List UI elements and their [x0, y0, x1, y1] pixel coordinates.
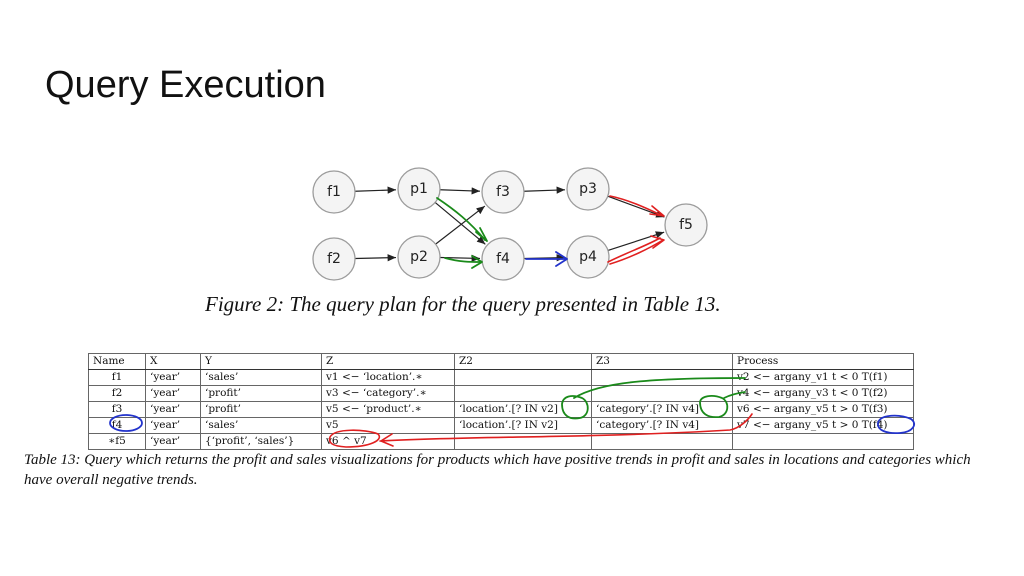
table-row: ∗f5‘year’{‘profit’, ‘sales’}v6 ^ v7: [88, 433, 914, 450]
cell-z3: [591, 369, 733, 386]
table-row: f1‘year’‘sales’v1 <− ‘location’.∗ v2 <− a…: [88, 369, 914, 386]
node-f2: f2: [312, 237, 356, 281]
cell-process: v4 <− argany_v3 t < 0 T(f2): [732, 385, 914, 402]
edge-f3-p3: [523, 186, 566, 194]
header-z3: Z3: [591, 353, 733, 370]
svg-text:p3: p3: [579, 181, 597, 197]
cell-z: v5: [321, 417, 455, 434]
cell-z2: [454, 433, 592, 450]
table-row: f2‘year’‘profit’v3 <− ‘category’.∗ v4 <− …: [88, 385, 914, 402]
node-f3: f3: [481, 170, 525, 214]
svg-text:f1: f1: [327, 184, 341, 200]
cell-z3: [591, 433, 733, 450]
node-p1: p1: [397, 167, 441, 211]
node-p2: p2: [397, 235, 441, 279]
node-f1: f1: [312, 170, 356, 214]
cell-y: ‘profit’: [200, 401, 322, 418]
header-z2: Z2: [454, 353, 592, 370]
cell-y: ‘sales’: [200, 369, 322, 386]
cell-z2: ‘location’.[? IN v2]: [454, 401, 592, 418]
svg-text:p2: p2: [410, 249, 428, 265]
cell-x: ‘year’: [145, 433, 201, 450]
header-y: Y: [200, 353, 322, 370]
cell-z: v5 <− ‘product’.∗: [321, 401, 455, 418]
table-caption: Table 13: Query which returns the profit…: [24, 452, 971, 488]
cell-z3: ‘category’.[? IN v4]: [591, 401, 733, 418]
query-plan-diagram: f1 p1 f3 p3 f2 p2 f4 p4 f5: [312, 167, 708, 281]
cell-name: ∗f5: [88, 433, 146, 450]
cell-z: v3 <− ‘category’.∗: [321, 385, 455, 402]
edge-f4-p4: [523, 254, 566, 262]
header-name: Name: [88, 353, 146, 370]
svg-text:p4: p4: [579, 249, 597, 265]
diagram-nodes: f1 p1 f3 p3 f2 p2 f4 p4 f5: [312, 167, 708, 281]
cell-y: {‘profit’, ‘sales’}: [200, 433, 322, 450]
cell-name: f4: [88, 417, 146, 434]
cell-process: v7 <− argany_v5 t > 0 T(f4): [732, 417, 914, 434]
header-z: Z: [321, 353, 455, 370]
edge-p2-f4: [439, 254, 481, 262]
node-f5: f5: [664, 203, 708, 247]
cell-z: v6 ^ v7: [321, 433, 455, 450]
table-header-row: Name X Y Z Z2 Z3 Process: [88, 353, 914, 370]
cell-x: ‘year’: [145, 369, 201, 386]
edge-p4-f5: [607, 231, 665, 252]
query-table: Name X Y Z Z2 Z3 Process f1‘year’‘sales’…: [88, 353, 914, 450]
cell-process: v6 <− argany_v5 t > 0 T(f3): [732, 401, 914, 418]
slide-title: Query Execution: [45, 64, 326, 106]
svg-text:f5: f5: [679, 217, 693, 233]
cell-x: ‘year’: [145, 385, 201, 402]
cell-z2: [454, 385, 592, 402]
cell-y: ‘profit’: [200, 385, 322, 402]
svg-text:f3: f3: [496, 184, 510, 200]
header-process: Process: [732, 353, 914, 370]
cell-x: ‘year’: [145, 417, 201, 434]
svg-text:p1: p1: [410, 181, 428, 197]
header-x: X: [145, 353, 201, 370]
cell-z3: ‘category’.[? IN v4]: [591, 417, 733, 434]
cell-process: [732, 433, 914, 450]
cell-z2: ‘location’.[? IN v2]: [454, 417, 592, 434]
cell-process: v2 <− argany_v1 t < 0 T(f1): [732, 369, 914, 386]
table-row: f3‘year’‘profit’v5 <− ‘product’.∗‘locati…: [88, 401, 914, 418]
table-row: f4‘year’‘sales’v5‘location’.[? IN v2]‘ca…: [88, 417, 914, 434]
cell-z: v1 <− ‘location’.∗: [321, 369, 455, 386]
edge-p3-f5: [607, 195, 665, 218]
cell-name: f2: [88, 385, 146, 402]
cell-z2: [454, 369, 592, 386]
svg-text:f4: f4: [496, 251, 510, 267]
cell-x: ‘year’: [145, 401, 201, 418]
edge-f2-p2: [354, 254, 397, 262]
node-f4: f4: [481, 237, 525, 281]
edge-p1-f3: [439, 187, 481, 195]
node-p3: p3: [566, 167, 610, 211]
cell-z3: [591, 385, 733, 402]
edge-f1-p1: [354, 186, 397, 194]
figure-caption: Figure 2: The query plan for the query p…: [205, 292, 721, 316]
cell-y: ‘sales’: [200, 417, 322, 434]
cell-name: f3: [88, 401, 146, 418]
svg-text:f2: f2: [327, 251, 341, 267]
cell-name: f1: [88, 369, 146, 386]
node-p4: p4: [566, 235, 610, 279]
